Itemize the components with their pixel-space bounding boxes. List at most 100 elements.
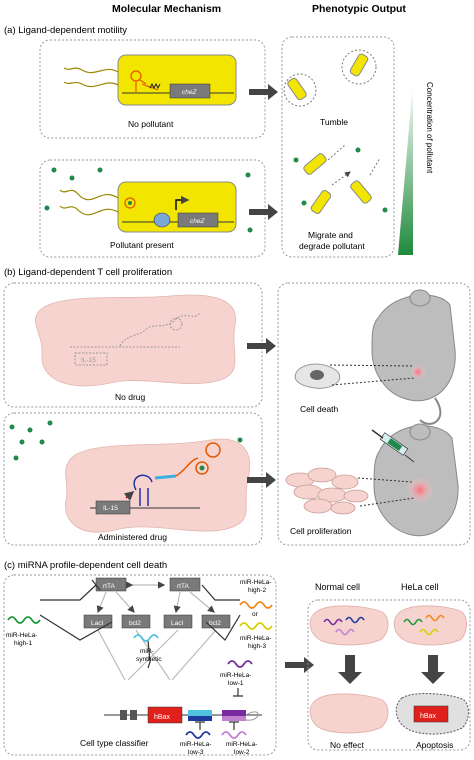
header-molecular: Molecular Mechanism bbox=[112, 3, 221, 15]
arrow-hela bbox=[421, 655, 445, 684]
drug-dots bbox=[9, 420, 243, 465]
mirna-hela-high-1-icon bbox=[7, 616, 41, 624]
normal-cell-mirnas bbox=[323, 616, 365, 636]
mir-low-2-l1: miR-HeLa- bbox=[226, 741, 257, 748]
no-effect-label: No effect bbox=[330, 740, 365, 750]
hbax-box-apoptosis bbox=[413, 705, 449, 723]
riboswitch-active bbox=[133, 442, 221, 506]
pollutant-dots-a bbox=[44, 167, 253, 233]
target-site-low-2 bbox=[222, 716, 246, 721]
mir-high-3-l1: miR-HeLa- bbox=[240, 635, 271, 642]
bound-drug bbox=[199, 465, 205, 471]
riboswitch-inactive bbox=[70, 311, 201, 366]
bcl2-box-1 bbox=[121, 614, 151, 629]
syringe-icon bbox=[371, 429, 415, 463]
mouse-upper bbox=[371, 289, 456, 425]
drug-label: Administered drug bbox=[98, 532, 167, 542]
cell-proliferation-label: Cell proliferation bbox=[290, 526, 352, 536]
chez-box-a2 bbox=[177, 212, 219, 228]
normal-cell-label: Normal cell bbox=[315, 582, 360, 592]
arrow-a1 bbox=[249, 84, 278, 100]
classifier-label: Cell type classifier bbox=[80, 738, 149, 748]
migrate-label-2: degrade pollutant bbox=[299, 241, 365, 251]
operator-box-1 bbox=[120, 710, 127, 720]
mir-high-2-l1: miR-HeLa- bbox=[240, 579, 271, 586]
phenotype-c-frame bbox=[307, 599, 471, 751]
mir-synthetic-l1: miR- bbox=[140, 648, 154, 655]
proliferating-cells bbox=[285, 467, 369, 515]
bacterium-pollutant bbox=[117, 181, 237, 233]
hbax-box bbox=[147, 706, 183, 724]
flagella-pollutant bbox=[59, 189, 119, 216]
normal-cell-after bbox=[309, 693, 389, 734]
bcl2-label-1: bcl2 bbox=[129, 620, 141, 627]
mirna-hela-low-3-icon bbox=[185, 731, 211, 739]
mir-high-1-l2: high-1 bbox=[14, 640, 32, 647]
pollutant-gradient bbox=[398, 82, 413, 255]
mirna-hela-low-2-icon bbox=[221, 731, 247, 739]
hbax-apoptosis-label: hBax bbox=[420, 713, 436, 720]
il15-label-b2: IL-15 bbox=[103, 505, 118, 512]
il15-label-b1: IL-15 bbox=[81, 357, 96, 364]
mirna-synthetic-icon bbox=[133, 634, 159, 642]
panel-b-title: (b) Ligand-dependent T cell proliferatio… bbox=[4, 267, 172, 278]
or-label: or bbox=[252, 611, 259, 618]
flagella-no-pollutant bbox=[63, 67, 119, 88]
mir-low-3-l2: low-3 bbox=[188, 749, 204, 756]
tumbling-cells bbox=[283, 49, 377, 107]
operator-box-2 bbox=[130, 710, 137, 720]
laci-box-2 bbox=[163, 614, 193, 629]
normal-cell bbox=[309, 605, 389, 646]
phenotype-b-frame bbox=[277, 282, 471, 546]
mir-high-3-l2: high-3 bbox=[248, 643, 266, 650]
arrow-b1 bbox=[247, 338, 276, 354]
rtta-box-2 bbox=[169, 577, 201, 592]
tcell-drug bbox=[65, 438, 250, 533]
repression-lines bbox=[39, 579, 241, 669]
arrow-c bbox=[285, 657, 314, 673]
mir-synthetic-l2: synthetic bbox=[136, 656, 162, 663]
hbax-label: hBax bbox=[154, 714, 170, 721]
rtta-label-2: rtTA bbox=[177, 583, 189, 590]
rtta-label-1: rtTA bbox=[103, 583, 115, 590]
panel-a-title: (a) Ligand-dependent motility bbox=[4, 25, 127, 36]
pollutant-present-frame bbox=[39, 159, 266, 258]
mouse-lower bbox=[373, 423, 459, 537]
apoptosis-label: Apoptosis bbox=[416, 740, 453, 750]
migrating-cells bbox=[303, 144, 381, 215]
no-pollutant-label: No pollutant bbox=[128, 119, 174, 129]
mir-high-1-l1: miR-HeLa- bbox=[6, 632, 37, 639]
laci-label-1: LacI bbox=[91, 620, 103, 627]
ribosome-icon bbox=[153, 212, 171, 228]
chez-box-a1 bbox=[169, 83, 211, 99]
phenotype-a-frame bbox=[281, 36, 395, 258]
transcription-arrow-icon bbox=[175, 195, 190, 210]
cell-death-label: Cell death bbox=[300, 404, 339, 414]
target-site-low-3 bbox=[188, 716, 212, 721]
panel-c-title: (c) miRNA profile-dependent cell death bbox=[4, 560, 167, 571]
no-drug-label: No drug bbox=[115, 392, 146, 402]
pollutant-dots-a-pheno bbox=[293, 147, 388, 213]
hela-cell-label: HeLa cell bbox=[401, 582, 439, 592]
chez-label-a1: cheZ bbox=[182, 89, 197, 96]
hela-cell bbox=[393, 605, 467, 646]
tumble-label: Tumble bbox=[320, 117, 348, 127]
tcell-no-drug bbox=[35, 294, 237, 387]
chez-label-a2: cheZ bbox=[190, 218, 205, 225]
hela-cell-mirnas bbox=[403, 614, 445, 636]
pollutant-present-label: Pollutant present bbox=[110, 240, 174, 250]
mirna-hela-low-1-icon bbox=[227, 660, 253, 668]
migrate-label-1: Migrate and bbox=[308, 230, 353, 240]
mir-high-2-l2: high-2 bbox=[248, 587, 266, 594]
mir-low-1-l1: miR-HeLa- bbox=[220, 672, 251, 679]
mir-low-1-l2: low-1 bbox=[228, 680, 244, 687]
arrow-normal bbox=[338, 655, 362, 684]
arrow-b2 bbox=[247, 472, 276, 488]
no-pollutant-frame bbox=[39, 39, 266, 139]
arrow-a2 bbox=[249, 204, 278, 220]
laci-label-2: LacI bbox=[171, 620, 183, 627]
target-site-synthetic bbox=[188, 710, 212, 716]
cleavage-arrow-icon bbox=[123, 490, 135, 501]
classifier-frame bbox=[3, 574, 277, 756]
